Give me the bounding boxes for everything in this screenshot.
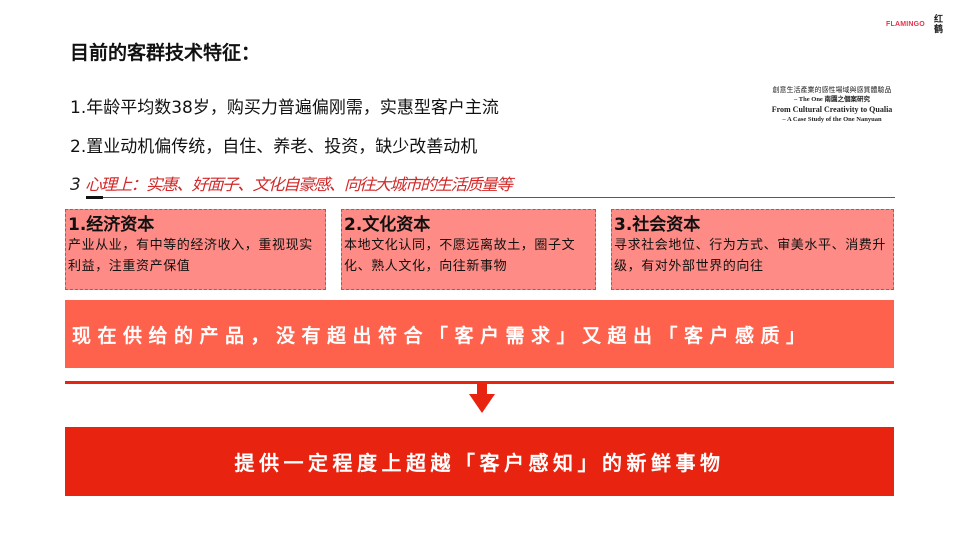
box-heading: 1.经济资本: [68, 215, 155, 235]
book-subtitle-en: – A Case Study of the One Nanyuan: [782, 116, 882, 123]
book-title-en: From Cultural Creativity to Qualia: [771, 105, 893, 114]
box-body: 产业从业，有中等的经济收入，重视现实利益，注重资产保值: [68, 238, 313, 274]
divider-line: [65, 381, 894, 384]
book-reference: 創意生活產業的感性場域與感質體驗品 – The One 南園之個案研究 From…: [744, 85, 920, 125]
box-heading: 2.文化资本: [344, 215, 431, 235]
text-cursor-mark: [86, 196, 103, 199]
down-arrow-icon: [477, 384, 487, 394]
box-heading: 3.社会资本: [614, 215, 701, 235]
point-3-underline: [86, 197, 895, 198]
flamingo-logo-cn: 红鹤: [934, 15, 944, 35]
economic-capital-box: 1.经济资本 产业从业，有中等的经济收入，重视现实利益，注重资产保值: [65, 209, 326, 290]
box-body: 本地文化认同，不愿远离故土，圈子文化、熟人文化，向往新事物: [344, 238, 576, 274]
problem-banner: 现在供给的产品，没有超出符合「客户需求」又超出「客户感质」: [65, 300, 894, 368]
point-3: 3 心理上：实惠、好面子、文化自豪感、向往大城市的生活质量等: [70, 171, 513, 195]
point-2: 2.置业动机偏传统，自住、养老、投资，缺少改善动机: [70, 137, 478, 157]
point-3-text: 心理上：实惠、好面子、文化自豪感、向往大城市的生活质量等: [84, 175, 513, 194]
book-subtitle-cn: – The One 南園之個案研究: [794, 96, 870, 103]
book-title-cn: 創意生活產業的感性場域與感質體驗品: [772, 86, 892, 94]
flamingo-logo: FLAMINGO: [886, 21, 925, 28]
slide-title: 目前的客群技术特征：: [70, 42, 261, 64]
down-arrow-head-icon: [469, 394, 495, 413]
point-3-number: 3: [70, 175, 81, 195]
cultural-capital-box: 2.文化资本 本地文化认同，不愿远离故土，圈子文化、熟人文化，向往新事物: [341, 209, 596, 290]
social-capital-box: 3.社会资本 寻求社会地位、行为方式、审美水平、消费升级，有对外部世界的向往: [611, 209, 894, 290]
box-body: 寻求社会地位、行为方式、审美水平、消费升级，有对外部世界的向往: [614, 238, 887, 274]
point-1: 1.年龄平均数38岁，购买力普遍偏刚需，实惠型客户主流: [70, 98, 499, 118]
solution-banner: 提供一定程度上超越「客户感知」的新鲜事物: [65, 427, 894, 496]
